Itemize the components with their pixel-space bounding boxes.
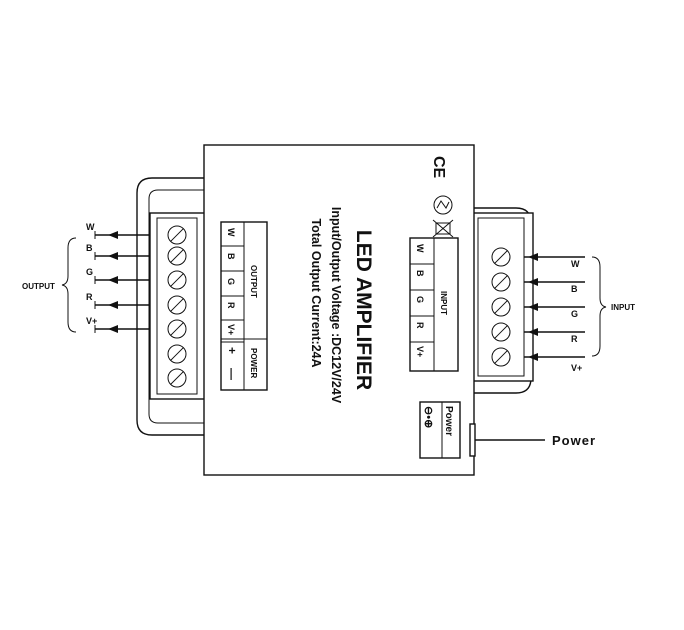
output-pin-label: G (226, 278, 236, 285)
input-pin-label: B (415, 270, 425, 277)
right-screw-4 (491, 322, 511, 342)
left-screw-7 (167, 368, 187, 388)
input-heading: INPUT (439, 291, 448, 315)
input-wire-label: W (571, 259, 580, 269)
power-lead: Power (469, 423, 596, 457)
right-wires: W B G R V+ (524, 253, 585, 373)
right-screw-2 (491, 272, 511, 292)
right-screw-5 (491, 347, 511, 367)
input-wire-label: R (571, 334, 578, 344)
device-title: LED AMPLIFIER (352, 230, 375, 390)
left-screw-2 (167, 246, 187, 266)
left-terminal-block (149, 212, 206, 400)
left-wires: W B G R V+ (86, 222, 150, 333)
output-wire-label: R (86, 292, 93, 302)
rohs-icon (433, 195, 453, 215)
left-screw-3 (167, 270, 187, 290)
power-heading: POWER (249, 348, 258, 378)
left-brace (61, 237, 77, 333)
output-pin-label: B (226, 253, 236, 260)
input-wire-label: G (571, 309, 578, 319)
spec-voltage: Input/Output Voltage :DC12V/24V (329, 207, 343, 404)
right-screw-3 (491, 297, 511, 317)
left-screw-5 (167, 319, 187, 339)
input-pin-table: INPUT W B G R V+ (409, 237, 459, 372)
output-pin-table: OUTPUT POWER W B G R V+ + — (220, 221, 268, 391)
polarity-symbol: ⊖•⊕ (422, 406, 434, 428)
left-group-label: OUTPUT (22, 282, 55, 291)
output-pin-label: R (226, 302, 236, 309)
left-screw-1 (167, 225, 187, 245)
output-heading: OUTPUT (249, 265, 258, 298)
power-pin-label: — (225, 368, 239, 380)
input-wire-label: B (571, 284, 578, 294)
power-box-heading: Power (443, 406, 454, 436)
input-pin-label: W (415, 244, 425, 253)
amplifier-housing (203, 144, 475, 476)
power-label-box: Power ⊖•⊕ (419, 401, 461, 459)
output-wire-label: W (86, 222, 95, 232)
input-pin-label: R (415, 322, 425, 329)
left-screw-6 (167, 344, 187, 364)
right-group-label: INPUT (611, 303, 635, 312)
weee-bin-icon (432, 219, 454, 238)
output-pin-label: V+ (226, 324, 236, 335)
ce-mark: CE (430, 156, 447, 179)
power-lead-label: Power (552, 433, 596, 448)
output-pin-label: W (226, 228, 236, 237)
input-pin-label: V+ (415, 346, 425, 357)
left-screw-4 (167, 295, 187, 315)
right-terminal-block (469, 212, 534, 382)
output-wire-label: G (86, 267, 93, 277)
right-brace (591, 256, 607, 357)
power-pin-label: + (225, 347, 239, 354)
input-wire-label: V+ (571, 363, 582, 373)
spec-current: Total Output Current:24A (309, 218, 323, 367)
input-pin-label: G (415, 296, 425, 303)
right-screw-1 (491, 247, 511, 267)
output-wire-label: B (86, 243, 93, 253)
output-wire-label: V+ (86, 316, 97, 326)
left-bracket (136, 177, 205, 436)
